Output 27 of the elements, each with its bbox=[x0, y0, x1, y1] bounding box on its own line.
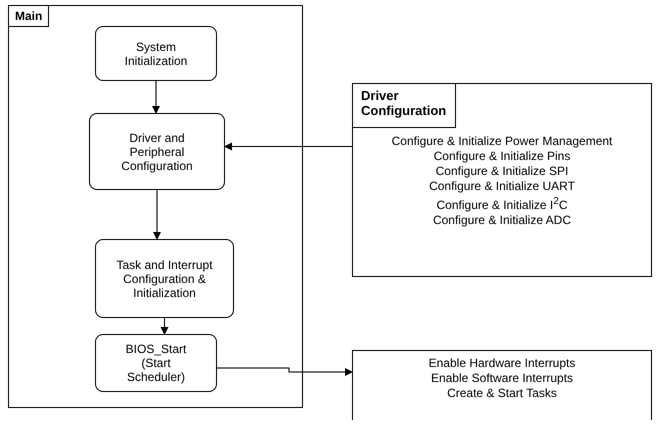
process-box bbox=[89, 113, 225, 190]
list-item: Configure & Initialize UART bbox=[428, 179, 576, 194]
list-item: Configure & Initialize SPI bbox=[434, 164, 570, 179]
arrow bbox=[216, 368, 353, 376]
process-box bbox=[95, 239, 234, 318]
frame-title: Main bbox=[8, 5, 50, 27]
step-label: System Initialization bbox=[124, 40, 188, 68]
list-item: Configure & Initialize ADC bbox=[432, 213, 572, 228]
container-frame bbox=[352, 83, 652, 277]
list-item: Create & Start Tasks bbox=[446, 386, 558, 401]
text-box bbox=[352, 350, 652, 420]
step-label: Driver and Peripheral Configuration bbox=[120, 130, 194, 172]
list-item: Configure & Initialize Power Management bbox=[390, 134, 614, 149]
list-item: Enable Hardware Interrupts bbox=[428, 356, 576, 371]
frame-title: Driver Configuration bbox=[352, 83, 456, 128]
list-item: Configure & Initialize Pins bbox=[432, 149, 572, 164]
arrow bbox=[224, 142, 352, 150]
step-label: BIOS_Start (Start Scheduler) bbox=[124, 342, 188, 384]
arrow bbox=[152, 80, 160, 114]
container-frame bbox=[8, 5, 303, 408]
step-label: Task and Interrupt Configuration & Initialization bbox=[115, 258, 214, 300]
arrow bbox=[153, 190, 161, 240]
process-box bbox=[95, 334, 217, 392]
arrow bbox=[160, 318, 168, 335]
process-box bbox=[95, 26, 217, 81]
list-item: Enable Software Interrupts bbox=[430, 371, 574, 386]
list-item: Configure & Initialize I$^{2}$C bbox=[436, 195, 568, 213]
